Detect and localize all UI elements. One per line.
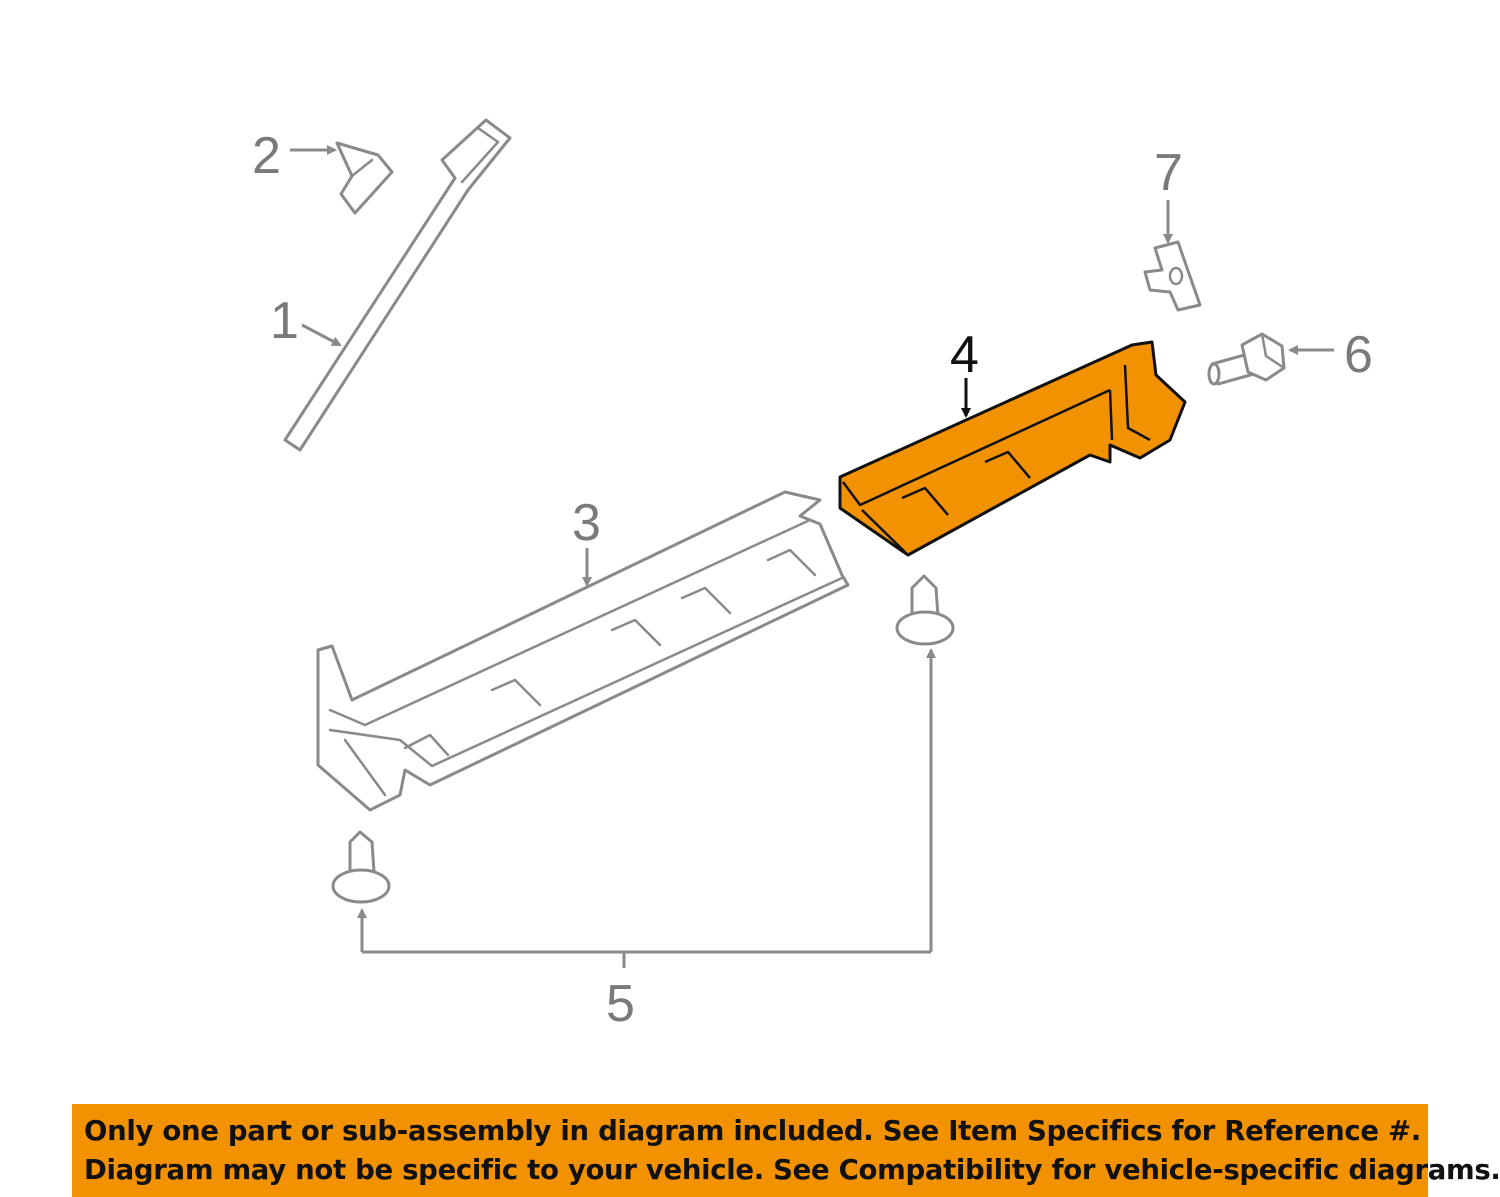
notice-line-1: Only one part or sub-assembly in diagram… [84,1115,1421,1147]
part-4-highlighted-panel [838,340,1187,557]
callout-7: 7 [1154,144,1183,202]
part-6-bolt [1207,332,1286,386]
callout-2: 2 [252,127,281,185]
leader-1 [301,323,342,347]
part-5-clip-right [895,574,955,646]
part-5-clip-left [331,830,391,904]
callout-3: 3 [572,494,601,552]
part-3-rocker-cover [316,490,850,812]
part-7-nut-clip [1143,240,1202,312]
callout-1: 1 [270,292,299,350]
callout-6: 6 [1344,326,1373,384]
parts-diagram: 2 1 3 4 7 6 5 [252,118,1373,1033]
leader-5 [357,648,936,968]
callout-5: 5 [606,975,635,1033]
notice-banner: Only one part or sub-assembly in diagram… [72,1104,1500,1197]
notice-line-2: Diagram may not be specific to your vehi… [84,1154,1500,1186]
part-1-pillar-molding [283,118,512,452]
part-2-clip [335,141,394,215]
callout-4: 4 [950,326,979,384]
